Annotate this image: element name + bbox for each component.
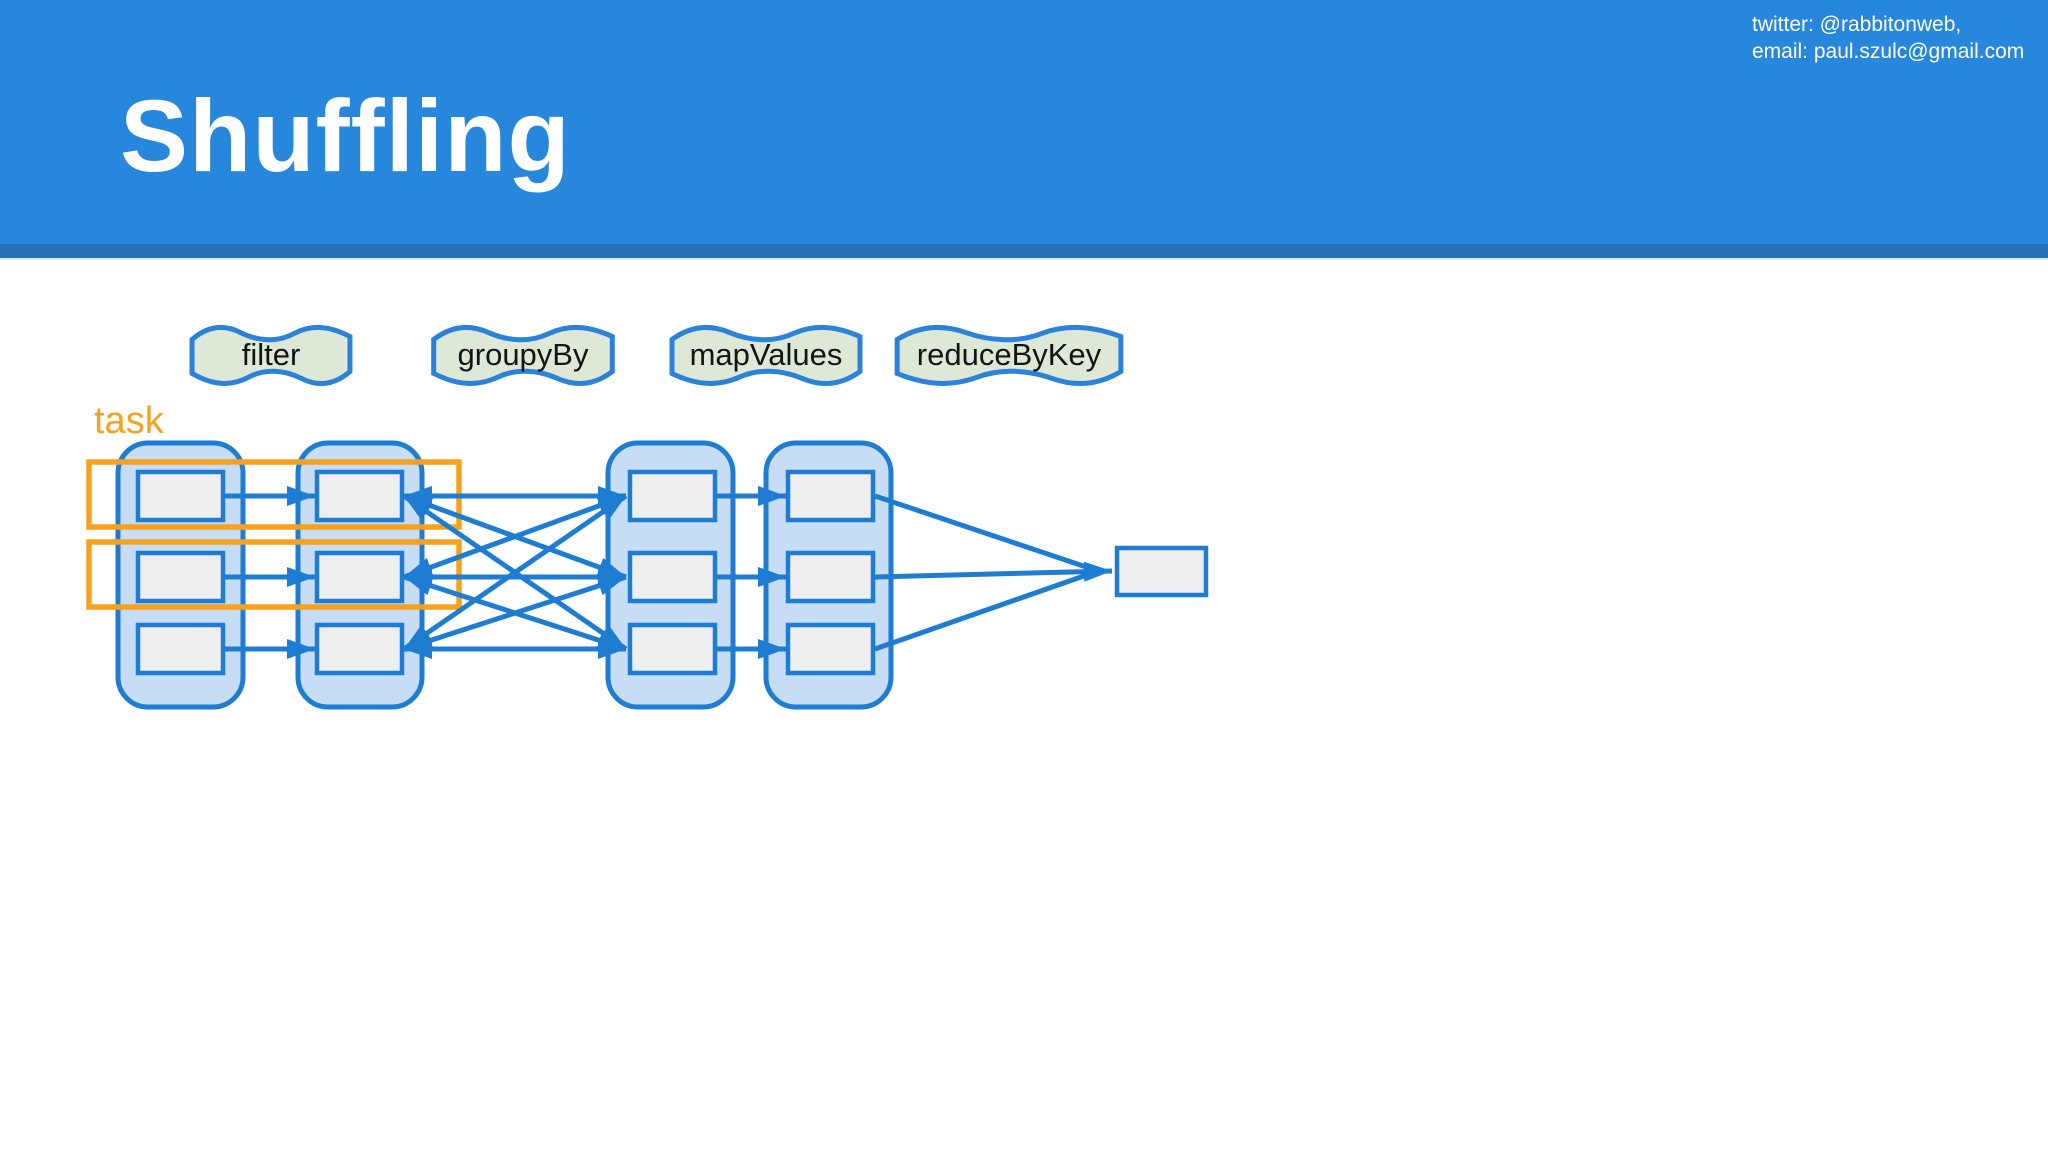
operation-flag-mapvalues: mapValues [666, 322, 866, 388]
mapvalues-arrows [713, 486, 786, 659]
filter-arrows [224, 486, 315, 659]
arrow [874, 561, 1113, 582]
operation-flag-label: groupyBy [457, 337, 589, 372]
partition-boxes [135, 469, 876, 676]
arrow [874, 568, 1099, 652]
partition-box [627, 622, 718, 676]
contact-email: email: paul.szulc@gmail.com [1752, 39, 2025, 63]
operation-flag-reducebykey: reduceByKey [890, 322, 1128, 388]
operation-flag-filter: filter [187, 322, 355, 388]
partition-box [135, 469, 226, 523]
partition-box [314, 622, 405, 676]
partition-box [785, 622, 876, 676]
partition-box [135, 550, 226, 604]
operation-flag-label: filter [241, 337, 301, 372]
arrow [874, 493, 1099, 574]
slide-title: Shuffling [120, 79, 571, 193]
output-box [1114, 545, 1209, 598]
operation-flag-label: reduceByKey [916, 337, 1102, 372]
task-label: task [94, 400, 164, 442]
shuffle-arrows [402, 486, 628, 659]
partition-box [314, 550, 405, 604]
partition-box [627, 469, 718, 523]
shuffle-arrow [403, 574, 627, 652]
partition-box [627, 550, 718, 604]
flag-shape [187, 322, 355, 388]
partition-box [785, 550, 876, 604]
flag-shape [666, 322, 866, 388]
partition-box [785, 469, 876, 523]
operation-flag-label: mapValues [689, 337, 843, 372]
contact-twitter: twitter: @rabbitonweb, [1752, 13, 1962, 36]
operation-flag-groupyby: groupyBy [428, 322, 618, 388]
flag-shape [428, 322, 618, 388]
reduce-arrows [874, 493, 1113, 652]
slide-header [0, 0, 2048, 244]
header-accent-stripe [0, 244, 2048, 260]
contact-info: twitter: @rabbitonweb, email: paul.szulc… [1752, 12, 2024, 66]
flag-shape [890, 322, 1128, 388]
partition-box [314, 469, 405, 523]
partition-box [135, 622, 226, 676]
